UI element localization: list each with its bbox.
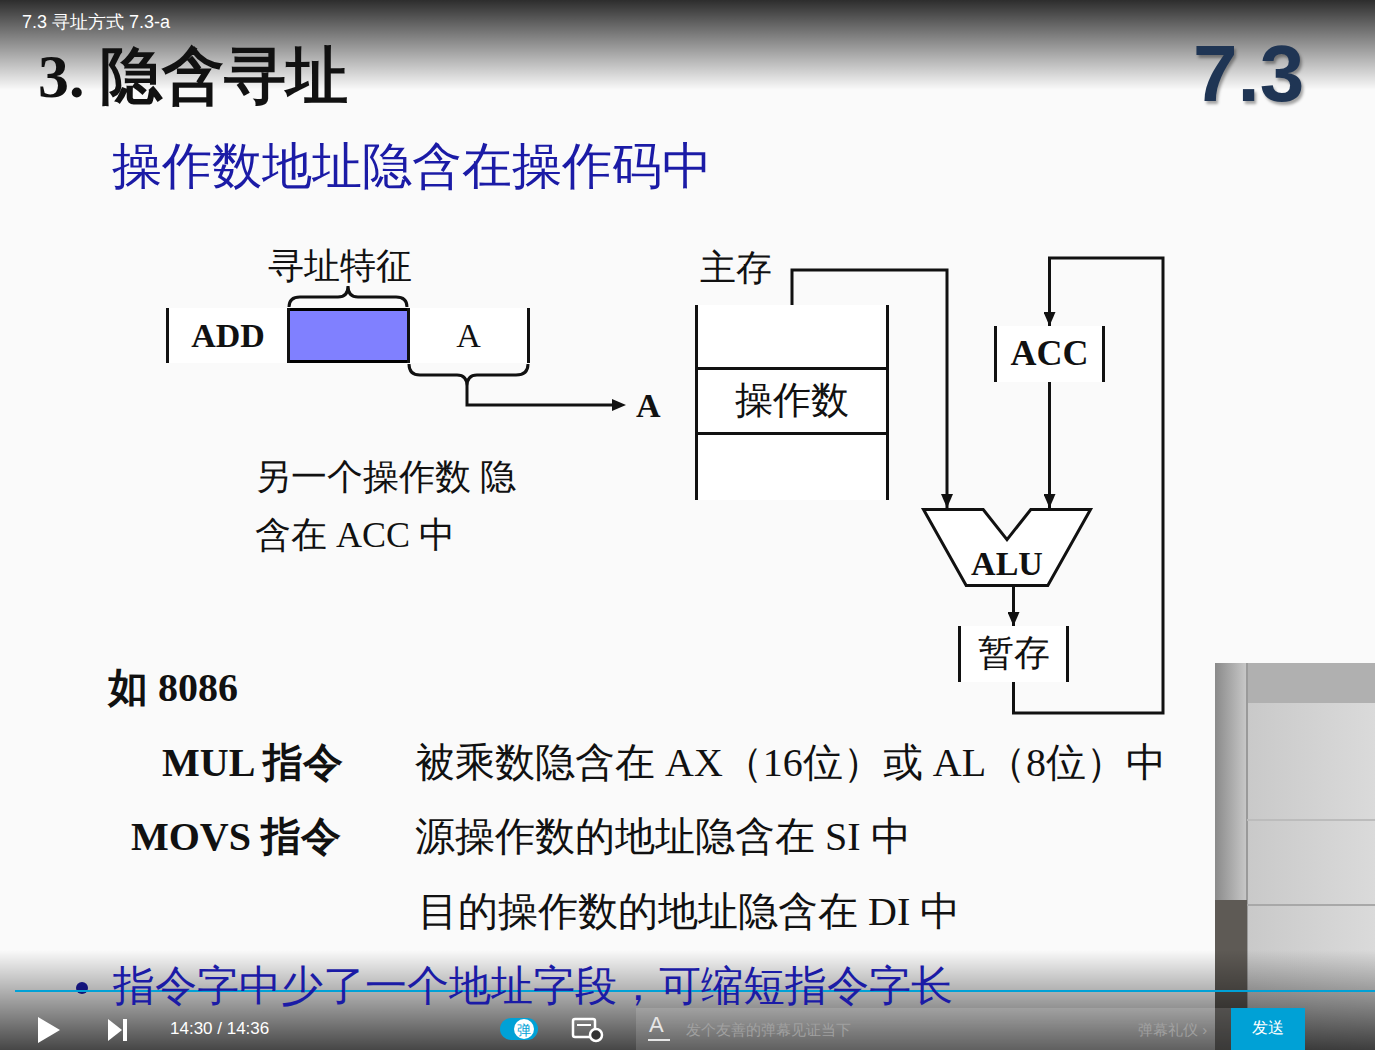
instruction-name: MUL 指令: [162, 740, 343, 786]
danmaku-knob: [514, 1019, 534, 1039]
address-field: A: [407, 308, 530, 363]
alu-shape: ALU: [922, 508, 1092, 587]
node-text: ADD: [191, 317, 265, 354]
node-text: 暂存: [978, 634, 1050, 674]
time-display: 14:30 / 14:36: [170, 1019, 269, 1039]
webcam-edge: [1247, 819, 1375, 821]
danmaku-toggle: [500, 1018, 538, 1040]
bullet-point: 指令字中少了一个地址字段，可缩短指令字长: [113, 962, 953, 1010]
data-path-arrow: [1012, 587, 1015, 626]
font-icon: [648, 1039, 670, 1041]
danmaku-input: [636, 1008, 1231, 1050]
webcam-wall: [1247, 663, 1375, 703]
address-label: A: [636, 386, 661, 425]
label-wrap: MOVS 指令: [131, 814, 341, 860]
toggle-label: 弹: [517, 1022, 531, 1038]
label-wrap: 发个友善的弹幕见证当下: [686, 1021, 851, 1039]
webcam-edge: [1247, 904, 1375, 906]
node-text: A: [456, 317, 481, 354]
input-placeholder: 发个友善的弹幕见证当下: [686, 1021, 851, 1038]
font-icon: A: [649, 1012, 664, 1037]
memory-cell: 操作数: [698, 367, 886, 435]
settings-icon: [577, 1024, 591, 1026]
instruction-note: 源操作数的地址隐含在 SI 中: [415, 814, 911, 860]
send-label: 发送: [1252, 1019, 1284, 1037]
settings-icon: [590, 1029, 602, 1041]
control-shade: [0, 950, 1375, 1050]
instruction-name: MOVS 指令: [131, 814, 341, 860]
label-wrap: 弹: [517, 1021, 531, 1039]
label-wrap: 指令字中少了一个地址字段，可缩短指令字长: [113, 962, 953, 1010]
register-box: ACC: [994, 326, 1105, 382]
field-caption: 寻址特征: [268, 246, 412, 287]
node-text: 操作数: [735, 380, 849, 422]
label-wrap: 寻址特征: [268, 246, 412, 287]
instruction-note: 目的操作数的地址隐含在 DI 中: [418, 889, 960, 935]
label-wrap: 目的操作数的地址隐含在 DI 中: [418, 889, 960, 935]
alu-outline: [924, 510, 1091, 586]
buffer-box: 暂存: [958, 626, 1069, 682]
label-wrap: 另一个操作数 隐含在 ACC 中: [255, 448, 517, 564]
memory-box: 主存操作数: [695, 305, 889, 500]
etiquette-link: 弹幕礼仪 ›: [1138, 1021, 1207, 1038]
leader-line: [467, 386, 614, 405]
label-wrap: 14:30 / 14:36: [170, 1019, 269, 1039]
label-wrap: 7.3 寻址方式 7.3-a: [22, 12, 170, 33]
note: 另一个操作数 隐含在 ACC 中: [255, 448, 517, 564]
label-wrap: 7.3: [1193, 28, 1304, 120]
subtitle: 操作数地址隐含在操作码中: [112, 138, 712, 196]
label-wrap: A: [649, 1012, 664, 1037]
play-icon: [38, 1017, 60, 1043]
node-text: ACC: [1011, 334, 1089, 374]
slide-title: 3. 隐含寻址: [38, 42, 348, 110]
next-icon: [123, 1019, 127, 1041]
brace: [289, 286, 407, 307]
label-wrap: 被乘数隐含在 AX（16位）或 AL（8位）中: [415, 740, 1166, 786]
section-number: 7.3: [1193, 28, 1304, 120]
next-icon: [108, 1019, 122, 1041]
label-wrap: 源操作数的地址隐含在 SI 中: [415, 814, 911, 860]
brace: [409, 364, 528, 386]
video-title: 7.3 寻址方式 7.3-a: [22, 12, 170, 33]
data-path-arrow: [1048, 382, 1051, 508]
label-wrap: 操作数地址隐含在操作码中: [112, 138, 712, 196]
label-wrap: 发送: [1252, 1019, 1284, 1037]
send-button: [1231, 1008, 1305, 1050]
opcode-field: ADD: [166, 308, 290, 363]
label-wrap: MUL 指令: [162, 740, 343, 786]
arrow-head: [612, 399, 626, 411]
title-wrap: 3. 隐含寻址: [38, 42, 348, 110]
memory-heading: 主存: [700, 249, 772, 289]
instruction-note: 被乘数隐含在 AX（16位）或 AL（8位）中: [415, 740, 1166, 786]
example-heading: 如 8086: [108, 665, 238, 711]
node-text: ALU: [971, 545, 1043, 582]
label-wrap: 弹幕礼仪 ›: [1138, 1021, 1207, 1039]
label-wrap: A: [636, 386, 661, 425]
feature-cell: [289, 310, 409, 362]
label-wrap: 如 8086: [108, 665, 238, 711]
